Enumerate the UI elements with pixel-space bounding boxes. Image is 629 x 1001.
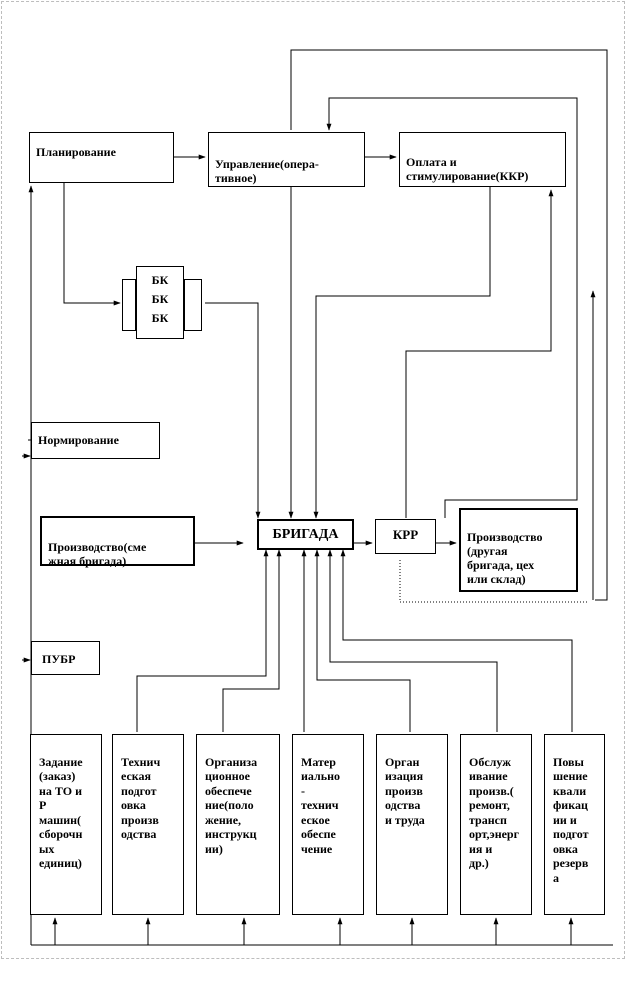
arrow-col2-to-brigade xyxy=(222,549,282,732)
brigade-label: БРИГАДА xyxy=(272,527,339,542)
arrow-col1-to-brigade xyxy=(136,549,269,732)
column-qualification: Повы шение квали фикац ии и подгот овка … xyxy=(544,734,605,915)
arrow-col6-to-brigade xyxy=(340,549,573,732)
arrow-bk-to-brigade xyxy=(205,302,261,519)
norming-label: Нормирование xyxy=(38,433,119,447)
bk-bracket-right xyxy=(184,279,202,331)
box-norming: Нормирование xyxy=(31,422,160,459)
bk-bracket-left xyxy=(122,279,136,331)
column-technical-prep: Технич еская подгот овка произв одства xyxy=(112,734,184,915)
box-bk: БК БК БК xyxy=(136,266,184,339)
bk-label-2: БК xyxy=(151,292,169,306)
column-org-production: Орган изация произв одства и труда xyxy=(376,734,448,915)
arrow-top-loop xyxy=(290,49,608,601)
column-technical-prep-label: Технич еская подгот овка произв одства xyxy=(121,754,161,842)
column-org-production-label: Орган изация произв одства и труда xyxy=(385,754,425,827)
column-material-supply-label: Матер иально - технич еское обеспе чение xyxy=(301,754,341,856)
column-qualification-label: Повы шение квали фикац ии и подгот овка … xyxy=(553,754,589,885)
column-org-support-label: Организа ционное обеспече ние(поло жение… xyxy=(205,754,258,856)
column-task-label: Задание (заказ) на ТО и Р машин( сборочн… xyxy=(39,754,83,871)
arrow-krr-to-payment xyxy=(405,189,554,518)
arrow-col5-to-brigade xyxy=(327,549,498,732)
payment-label: Оплата и стимулирование(ККР) xyxy=(406,155,529,183)
arrow-planning-to-bk xyxy=(63,183,121,306)
arrow-krr-to-management xyxy=(326,97,578,518)
production-other-label: Производство (другая бригада, цех или ск… xyxy=(467,530,543,586)
column-service: Обслуж ивание произв.( ремонт, трансп ор… xyxy=(460,734,532,915)
box-pubr: ПУБР xyxy=(31,641,100,675)
box-brigade: БРИГАДА xyxy=(257,519,354,550)
box-payment: Оплата и стимулирование(ККР) xyxy=(399,132,566,187)
arrow-col4-to-brigade xyxy=(314,549,411,732)
arrow-payment-to-brigade xyxy=(313,187,491,519)
column-org-support: Организа ционное обеспече ние(поло жение… xyxy=(196,734,280,915)
bk-label-3: БК xyxy=(151,311,169,325)
column-task: Задание (заказ) на ТО и Р машин( сборочн… xyxy=(30,734,102,915)
box-planning: Планирование xyxy=(29,132,174,183)
production-shift-label: Производство(сме жная бригада) xyxy=(48,540,147,568)
pubr-label: ПУБР xyxy=(42,652,76,666)
column-material-supply: Матер иально - технич еское обеспе чение xyxy=(292,734,364,915)
bk-label-1: БК xyxy=(151,273,169,287)
box-production-other: Производство (другая бригада, цех или ск… xyxy=(459,508,578,592)
diagram-frame xyxy=(1,1,625,959)
box-production-shift: Производство(сме жная бригада) xyxy=(40,516,195,568)
column-service-label: Обслуж ивание произв.( ремонт, трансп ор… xyxy=(469,754,520,871)
box-krr: КРР xyxy=(375,519,436,554)
management-label: Управление(опера- тивное) xyxy=(215,157,319,185)
dotted-link-krr xyxy=(399,560,588,603)
planning-label: Планирование xyxy=(36,145,116,159)
krr-label: КРР xyxy=(392,527,419,542)
box-management: Управление(опера- тивное) xyxy=(208,132,365,187)
